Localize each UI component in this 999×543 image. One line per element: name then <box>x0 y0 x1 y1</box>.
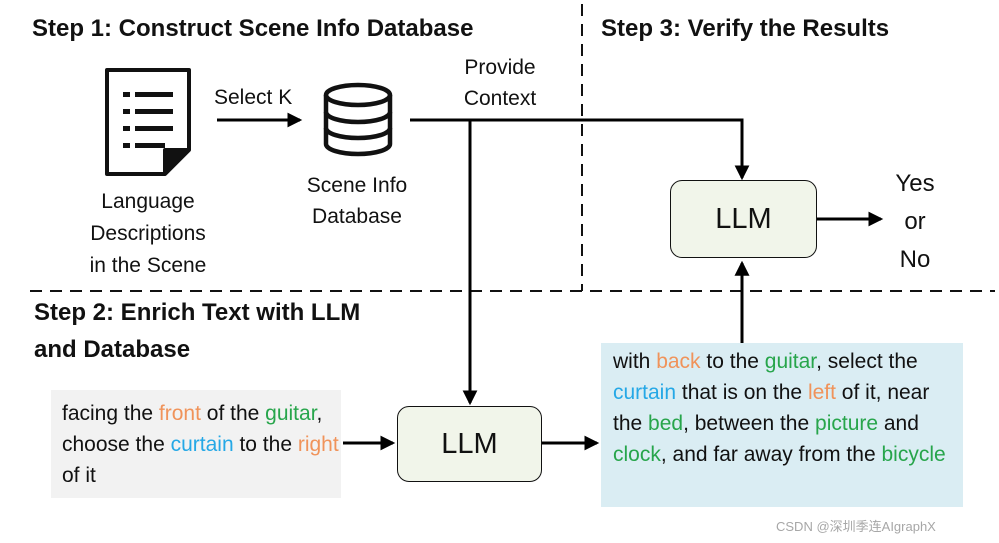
step2-title-line1: Step 2: Enrich Text with LLM <box>34 299 361 326</box>
input-description-box: facing the front of the guitar, choose t… <box>51 390 341 498</box>
input-text-segment: front <box>158 402 201 425</box>
step1-title: Step 1: Construct Scene Info Database <box>32 15 474 42</box>
database-icon <box>323 82 393 157</box>
input-text-segment: curtain <box>170 433 234 456</box>
output-text-segment: that is on the <box>676 381 808 404</box>
document-icon <box>105 68 191 176</box>
output-text-segment: to the <box>700 350 765 373</box>
output-text-segment: with <box>613 350 657 373</box>
output-text-segment: left <box>807 381 836 404</box>
input-text-segment: , choose the <box>62 402 323 456</box>
output-text-segment: clock <box>613 443 661 466</box>
step2-title-line2: and Database <box>34 336 191 363</box>
input-text-segment: of the <box>200 402 266 425</box>
output-text-segment: and <box>878 412 919 435</box>
output-text-segment: guitar <box>764 350 817 373</box>
output-text-segment: bicycle <box>881 443 946 466</box>
result-yes: Yes <box>895 170 935 197</box>
input-text-segment: to the <box>233 433 298 456</box>
watermark: CSDN @深圳季连AIgraphX <box>776 519 936 534</box>
output-text-segment: curtain <box>613 381 677 404</box>
step3-title: Step 3: Verify the Results <box>601 15 890 42</box>
context-label: Context <box>463 87 537 110</box>
result-no: No <box>899 246 931 273</box>
enrich-llm-label: LLM <box>441 427 498 460</box>
language-descriptions-label-line2: Descriptions <box>90 222 206 245</box>
verify-llm-label: LLM <box>715 202 772 235</box>
input-text-segment: facing the <box>62 402 159 425</box>
language-descriptions-label-line3: in the Scene <box>89 254 207 277</box>
input-text-segment: right <box>297 433 339 456</box>
enrich-llm-box: LLM <box>397 406 542 482</box>
output-text-segment: bed <box>648 412 684 435</box>
provide-label: Provide <box>464 56 536 79</box>
verify-llm-box: LLM <box>670 180 817 258</box>
input-text-segment: of it <box>62 464 96 487</box>
result-or: or <box>904 208 926 235</box>
select-k-label: Select K <box>214 86 293 109</box>
language-descriptions-label-line1: Language <box>101 190 195 213</box>
context-to-verify-arrow <box>410 118 750 181</box>
scene-info-database-label-line2: Database <box>312 205 402 228</box>
scene-info-database-label-line1: Scene Info <box>306 174 408 197</box>
enriched-description-box: with back to the guitar, select the curt… <box>601 343 963 507</box>
output-text-segment: picture <box>815 412 879 435</box>
input-text-segment: guitar <box>265 402 317 425</box>
output-text-segment: , select the <box>816 350 918 373</box>
output-text-segment: , and far away from the <box>660 443 882 466</box>
output-text-segment: , between the <box>683 412 816 435</box>
output-text-segment: of it, near the <box>613 381 930 435</box>
output-text-segment: back <box>656 350 701 373</box>
